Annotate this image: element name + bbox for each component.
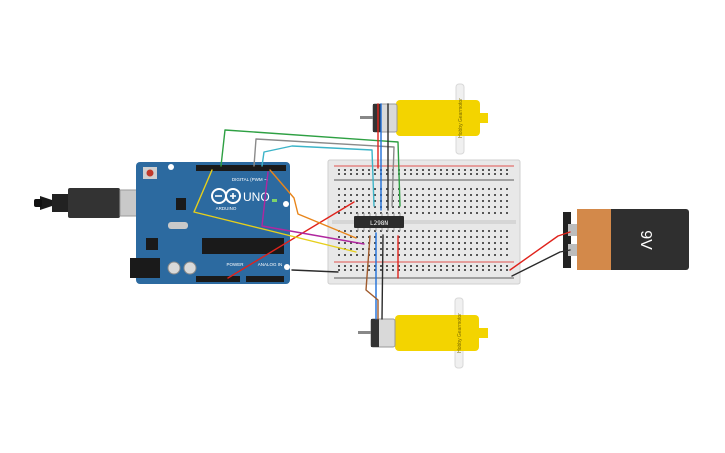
status-led	[272, 199, 277, 202]
motor-bottom-gearbox	[395, 315, 479, 351]
arduino-logo	[211, 188, 241, 204]
top-rail-holes	[338, 169, 510, 177]
arduino-model-label: UNO	[243, 190, 270, 204]
atmega-chip	[202, 238, 284, 254]
upper-terminal-holes	[338, 186, 510, 218]
voltage-regulator	[146, 238, 158, 250]
analog-header-label: ANALOG IN	[258, 262, 283, 267]
motor-top-gearbox	[396, 100, 480, 136]
wire-brown-motor-bottom[interactable]	[365, 235, 379, 320]
wire-green[interactable]	[220, 129, 401, 207]
wire-orange[interactable]	[269, 169, 357, 239]
digital-header-label: DIGITAL (PWM ~)	[232, 177, 269, 182]
lower-terminal-holes	[338, 226, 510, 258]
battery-terminal-base	[563, 212, 571, 268]
usb-connector	[34, 188, 149, 218]
arduino-brand-label: ARDUINO	[216, 206, 237, 211]
battery-label-band	[577, 209, 611, 270]
motor-top-shaft	[478, 113, 488, 123]
bottom-rail-holes	[338, 265, 510, 273]
wires	[193, 103, 571, 320]
wire-red-arduino[interactable]	[227, 201, 355, 279]
power-header-label: POWER	[226, 262, 244, 267]
wire-black-ground[interactable]	[291, 269, 339, 273]
battery-terminal-negative	[568, 244, 578, 256]
battery-terminal-positive	[568, 224, 578, 236]
driver-ic[interactable]: L298N	[354, 213, 404, 231]
capacitor-2	[183, 261, 197, 275]
battery-label: 9V	[637, 230, 654, 250]
wire-black-battery[interactable]	[511, 249, 571, 277]
wire-gray[interactable]	[253, 138, 395, 207]
mount-hole	[168, 164, 174, 170]
battery-9v[interactable]: 9V	[563, 209, 689, 270]
center-channel	[332, 220, 516, 224]
wire-cyan[interactable]	[261, 145, 375, 207]
driver-ic-label: L298N	[370, 220, 388, 227]
gearmotor-top[interactable]: Hobby Gearmotor	[360, 83, 488, 155]
arduino-uno[interactable]: UNO ARDUINO DIGITAL (PWM ~) POWER ANALOG…	[34, 162, 290, 284]
capacitor-1	[167, 261, 181, 275]
wire-black-motor-bottom[interactable]	[381, 234, 384, 320]
motor-bottom-shaft	[478, 328, 488, 338]
reset-button-cap	[146, 169, 154, 177]
analog-header[interactable]	[246, 276, 284, 282]
wire-magenta[interactable]	[261, 171, 365, 245]
power-header[interactable]	[196, 276, 240, 282]
mount-hole	[283, 201, 289, 207]
mount-hole	[284, 264, 290, 270]
power-jack	[130, 258, 160, 278]
digital-header[interactable]	[196, 165, 286, 171]
wire-yellow[interactable]	[193, 169, 357, 253]
crystal	[168, 222, 188, 229]
wire-red-battery[interactable]	[509, 231, 571, 271]
gearmotor-bottom[interactable]: Hobby Gearmotor	[358, 297, 488, 369]
motor-top-label: Hobby Gearmotor	[458, 98, 464, 138]
usb-chip	[176, 198, 186, 210]
motor-bottom-label: Hobby Gearmotor	[457, 313, 463, 353]
